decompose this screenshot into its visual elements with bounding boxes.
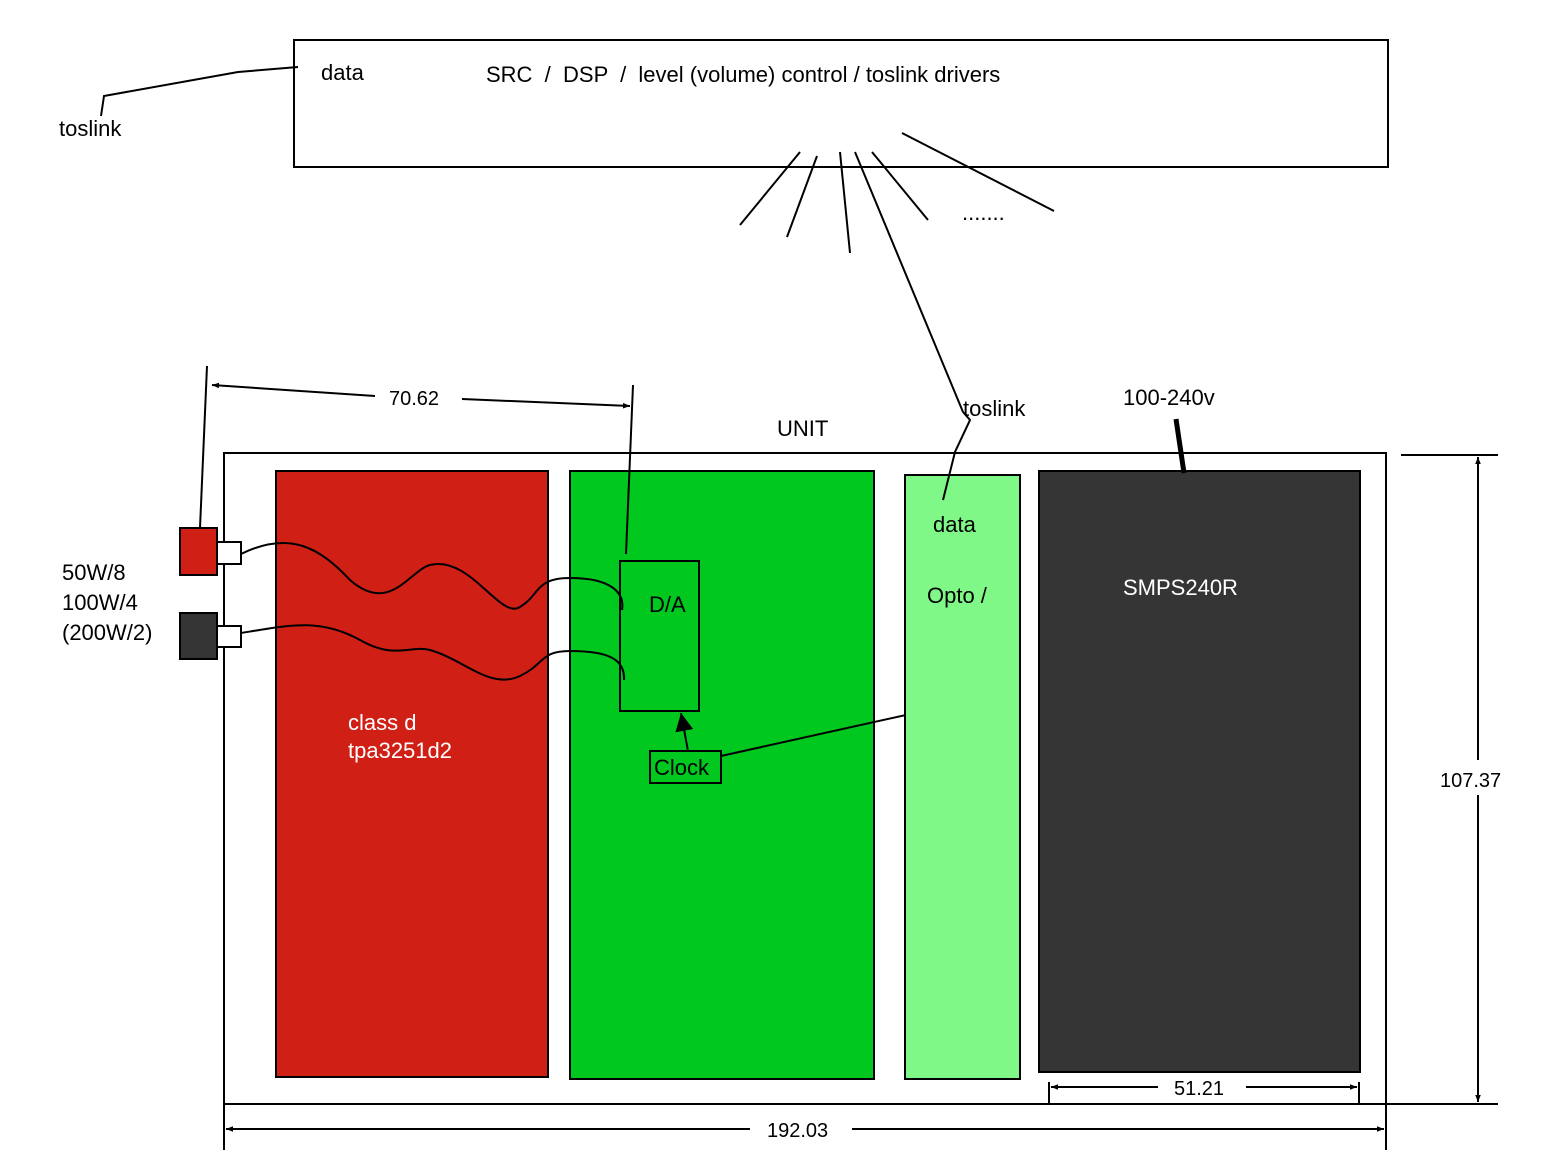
dim-line-terminal-to-dac — [211, 382, 376, 397]
da-label: D/A — [649, 592, 686, 617]
black-terminal-socket — [216, 625, 242, 648]
unit-title: UNIT — [777, 416, 828, 441]
dim-line-terminal-to-dac — [461, 398, 631, 409]
dim-overall-width-value: 192.03 — [767, 1120, 828, 1142]
clock-box — [649, 750, 722, 784]
unit-toslink-label: toslink — [963, 396, 1026, 421]
toslink-input-label: toslink — [59, 116, 122, 141]
red-terminal-socket — [216, 541, 242, 565]
mains-lead — [1173, 418, 1187, 474]
fanout-line — [739, 151, 801, 226]
opto-label: Opto / — [927, 583, 988, 608]
processing-box — [293, 39, 1389, 168]
da-converter-box — [619, 560, 700, 712]
top-data-label: data — [321, 60, 365, 85]
clock-label: Clock — [654, 755, 710, 780]
mains-voltage-label: 100-240v — [1123, 385, 1215, 410]
dim-psu-width-value: 51.21 — [1174, 1078, 1224, 1100]
fanout-line — [871, 151, 929, 221]
red-speaker-terminal — [179, 527, 218, 576]
psu-label: SMPS240R — [1123, 575, 1238, 600]
speaker-wire-top — [240, 541, 624, 611]
speaker-wire-bottom — [240, 624, 626, 681]
dim-overall-height-value: 107.37 — [1440, 770, 1501, 792]
processing-title: SRC / DSP / level (volume) control / tos… — [486, 62, 1000, 87]
black-speaker-terminal — [179, 612, 218, 660]
dim-ext-left — [199, 365, 208, 529]
psu-block — [1038, 470, 1361, 1073]
amp-label-line2: tpa3251d2 — [348, 738, 452, 763]
opto-data-label: data — [933, 512, 977, 537]
clock-to-opto-arrow — [720, 704, 934, 757]
fanout-line — [839, 151, 851, 254]
toslink-input-leader — [100, 66, 299, 117]
power-rating-line2: 100W/4 — [62, 590, 138, 615]
amp-block — [275, 470, 549, 1078]
power-rating-line1: 50W/8 — [62, 560, 126, 585]
toslink-feed-line — [854, 151, 964, 413]
fanout-line — [786, 155, 818, 238]
dim-terminal-to-dac-value: 70.62 — [389, 388, 439, 410]
opto-block — [904, 474, 1021, 1080]
fanout-line — [901, 132, 1055, 212]
dim-ext-da — [625, 384, 634, 555]
fanout-lines — [739, 132, 1055, 413]
power-rating-line3: (200W/2) — [62, 620, 152, 645]
toslink-input-wire — [942, 411, 972, 501]
amp-label-line1: class d — [348, 710, 416, 735]
clock-to-da-arrow — [675, 712, 694, 752]
more-outputs-label: ....... — [962, 200, 1005, 225]
